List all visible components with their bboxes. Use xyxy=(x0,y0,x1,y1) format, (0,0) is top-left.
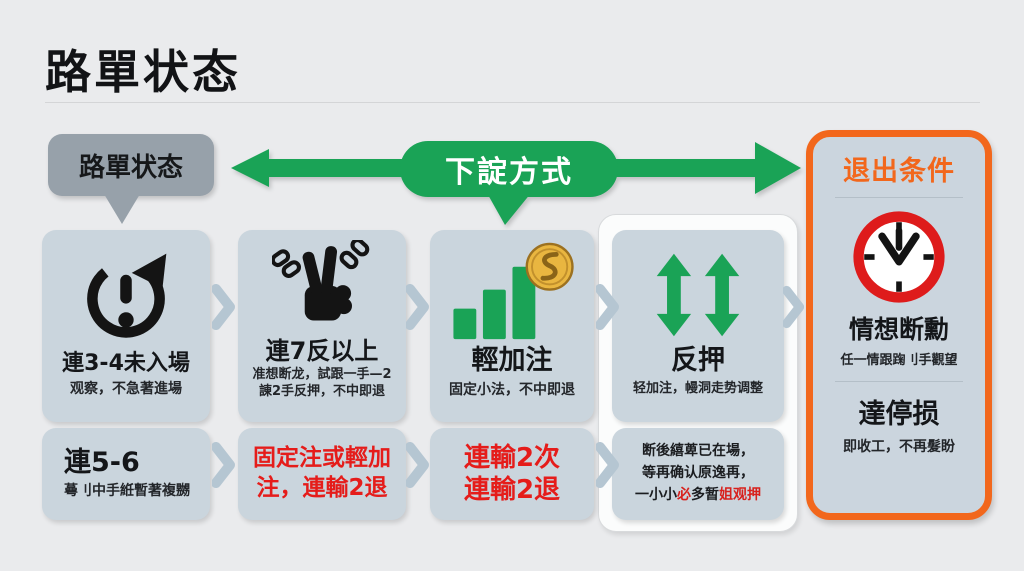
chevron-right-icon xyxy=(596,442,619,488)
note-line3-part1: 一小小 xyxy=(635,486,677,503)
double-headed-arrow-icon xyxy=(231,141,801,225)
note-line3-part3: 多暂 xyxy=(691,486,719,503)
note-title: 連5-6 xyxy=(64,447,140,479)
note-line3: 一小小必多暂姐观押 xyxy=(635,485,761,507)
step-title: 連3-4未入場 xyxy=(62,351,190,376)
chevron-right-icon xyxy=(212,442,235,488)
exit-title: 退出条件 xyxy=(843,156,955,187)
note-line2: 連輸2退 xyxy=(463,475,561,505)
rising-bars-coin-icon xyxy=(453,242,574,340)
note-line3-part4-red: 姐观押 xyxy=(719,486,761,503)
exit-section2-subtitle: 即收工，不再髮盼 xyxy=(843,439,955,455)
step-subtitle-line2: 諌2手反押，不中即退 xyxy=(258,384,386,400)
note-box-fixed-bet: 固定注或輕加 注，連輸2退 xyxy=(238,428,406,520)
note-line1: 固定注或輕加 xyxy=(253,445,391,472)
exit-section2-title: 達停损 xyxy=(858,399,940,430)
note-line1: 連輸2次 xyxy=(463,442,561,473)
status-bubble: 路單状态 xyxy=(48,134,214,196)
chevron-right-icon xyxy=(596,284,619,330)
note-box-lose-twice: 連輸2次 連輸2退 xyxy=(430,428,594,520)
note-box-confirm: 断後繥萆已在場， 等再确认原逸再， 一小小必多暂姐观押 xyxy=(612,428,784,520)
note-line3-part2-red: 必 xyxy=(677,486,691,503)
step-title: 連7反以上 xyxy=(265,337,379,365)
chevron-right-icon xyxy=(406,284,429,330)
note-line2: 等再确认原逸再， xyxy=(642,465,754,482)
alarm-clock-icon xyxy=(853,211,945,303)
exit-section1-title: 情想断勳 xyxy=(848,315,949,344)
step-subtitle: 观察，不急著進場 xyxy=(70,381,182,398)
step-subtitle: 轻加注，幔洞走势调整 xyxy=(632,380,763,396)
note-box-streak-5-6: 連5-6 蕚刂中手絍暫著複嬲 xyxy=(42,428,210,520)
method-bubble-label: 下諚方式 xyxy=(445,155,573,190)
status-bubble-label: 路單状态 xyxy=(78,152,183,183)
step-box-light-raise: 輕加注 固定小法，不中即退 xyxy=(430,230,594,422)
chevron-right-icon xyxy=(783,285,805,329)
step-subtitle: 固定小法，不中即退 xyxy=(449,381,575,398)
note-line1: 断後繥萆已在場， xyxy=(642,443,754,460)
exit-conditions-box: 退出条件 情想断勳 任一情跟踘刂手觀望 達停损 即收工，不再髮盼 xyxy=(806,130,992,520)
fist-broken-chain-icon xyxy=(272,240,370,321)
alarm-exclamation-icon xyxy=(87,253,167,338)
step-title: 反押 xyxy=(671,345,725,376)
page-title: 路單状态 xyxy=(45,45,241,99)
status-bubble-tail xyxy=(104,194,140,224)
title-divider xyxy=(45,102,980,103)
step-box-streak-7: 連7反以上 准想断龙，試跟一手—2 諌2手反押，不中即退 xyxy=(238,230,406,422)
up-down-arrows-icon xyxy=(656,253,740,337)
step-box-wait-3-4: 連3-4未入場 观察，不急著進場 xyxy=(42,230,210,422)
chevron-right-icon xyxy=(212,284,235,330)
step-subtitle-line1: 准想断龙，試跟一手—2 xyxy=(252,367,392,383)
exit-divider xyxy=(835,381,963,382)
note-line2: 注，連輸2退 xyxy=(256,475,388,501)
note-subtitle: 蕚刂中手絍暫著複嬲 xyxy=(64,482,190,499)
step-title: 輕加注 xyxy=(471,345,553,376)
exit-divider xyxy=(835,197,963,198)
exit-section1-subtitle: 任一情跟踘刂手觀望 xyxy=(840,353,958,368)
step-box-reverse-bet: 反押 轻加注，幔洞走势调整 xyxy=(612,230,784,422)
chevron-right-icon xyxy=(406,442,429,488)
